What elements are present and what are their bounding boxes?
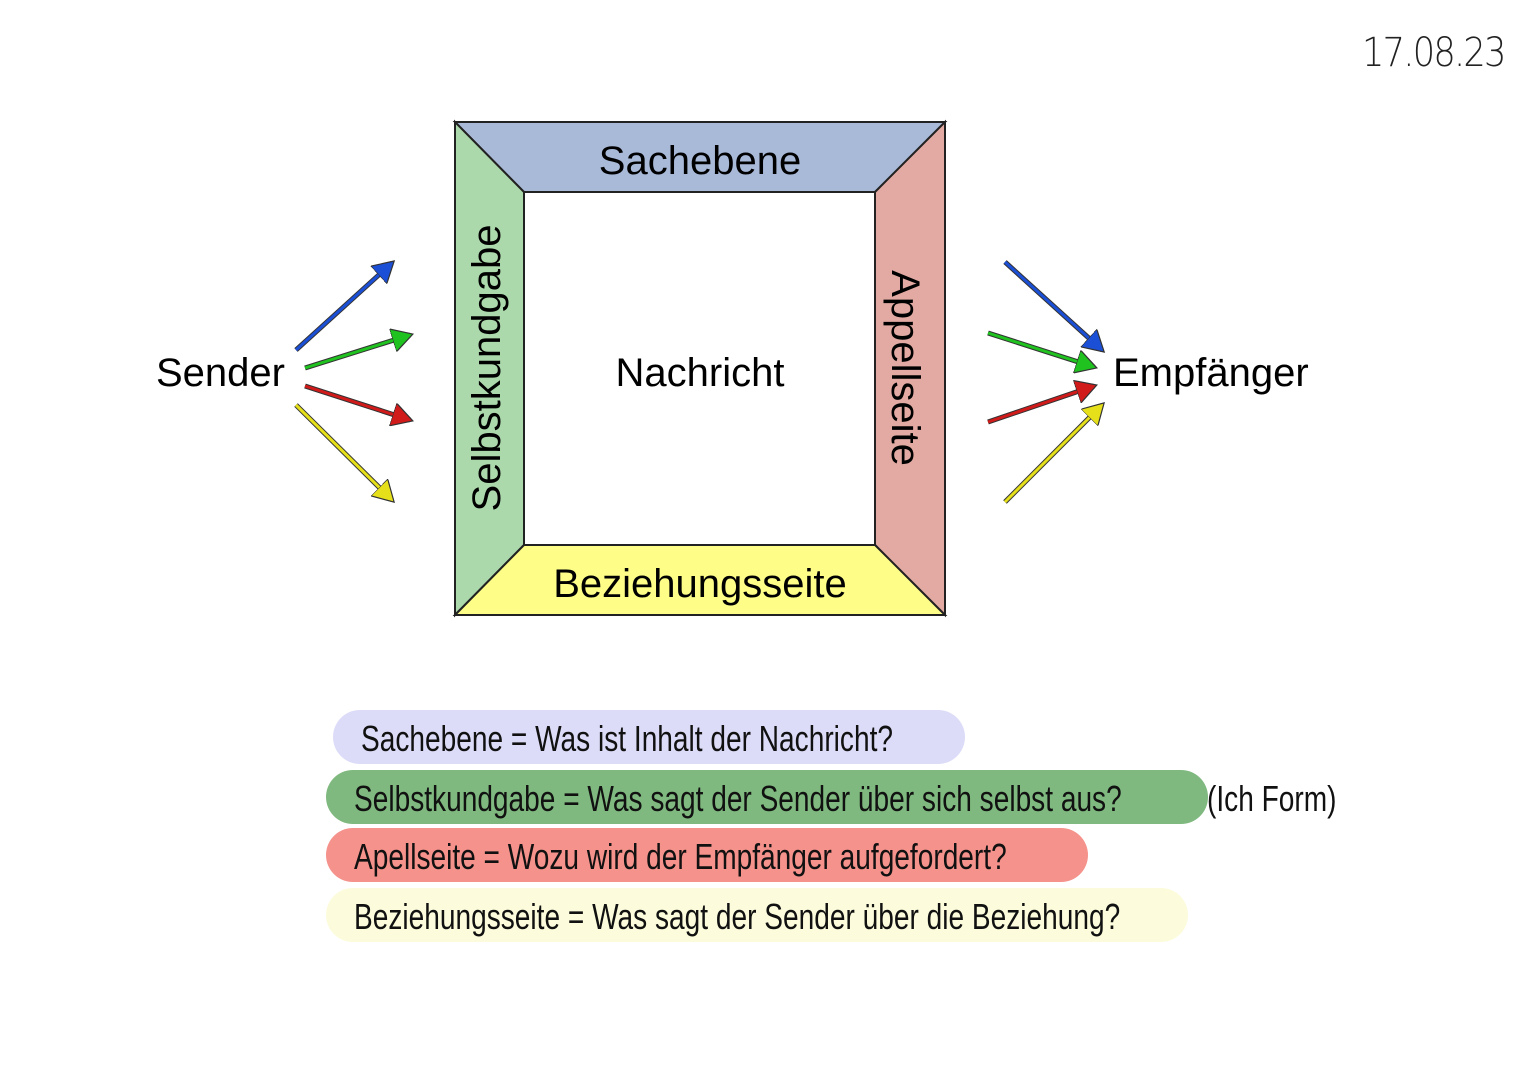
sender-arrow-green	[304, 335, 410, 370]
note-text: Selbstkundgabe = Was sagt der Sender übe…	[354, 778, 1122, 819]
receiver-arrow-green	[987, 331, 1094, 367]
note-text: Apellseite = Wozu wird der Empfänger auf…	[354, 836, 1007, 877]
note-text: Sachebene = Was ist Inhalt der Nachricht…	[361, 718, 893, 759]
nachricht-label: Nachricht	[616, 351, 785, 395]
sender-label: Sender	[156, 351, 285, 395]
receiver-arrow-red	[987, 386, 1094, 424]
note-suffix: (Ich Form)	[1207, 778, 1337, 819]
note-sachebene: Sachebene = Was ist Inhalt der Nachricht…	[333, 710, 965, 764]
note-text: Beziehungsseite = Was sagt der Sender üb…	[354, 896, 1121, 937]
message-box	[523, 191, 876, 546]
sender-arrow-yellow	[294, 403, 392, 500]
sender-arrow-blue	[294, 263, 392, 352]
receiver-arrow-blue	[1003, 260, 1102, 350]
note-beziehungsseite: Beziehungsseite = Was sagt der Sender üb…	[326, 888, 1188, 942]
sender-arrow-red	[304, 384, 410, 420]
note-selbstkundgabe: Selbstkundgabe = Was sagt der Sender übe…	[326, 770, 1208, 824]
date: 17.08.23	[1362, 30, 1506, 76]
receiver-arrow-yellow	[1003, 405, 1102, 504]
appellseite-label: Appellseite	[883, 270, 927, 466]
selbstkundgabe-label: Selbstkundgabe	[465, 225, 509, 512]
sachebene-label: Sachebene	[599, 139, 801, 183]
beziehungsseite-label: Beziehungsseite	[553, 562, 847, 606]
note-appellseite: Apellseite = Wozu wird der Empfänger auf…	[326, 828, 1088, 882]
receiver-label: Empfänger	[1113, 351, 1309, 395]
